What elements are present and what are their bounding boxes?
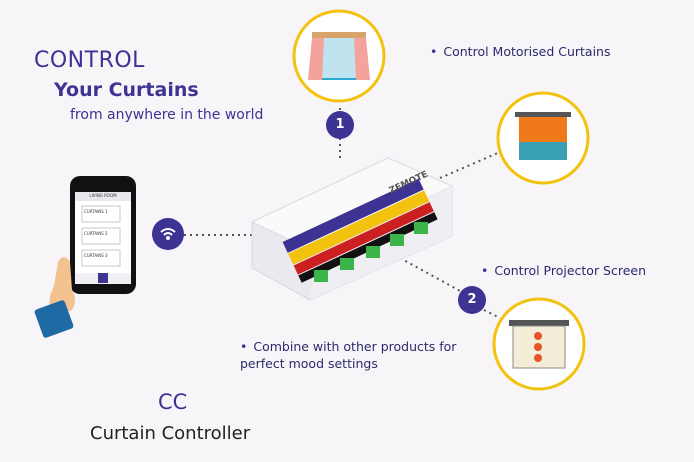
product-name: Curtain Controller: [90, 423, 251, 444]
phone-illustration: [70, 176, 136, 294]
projector-screen-icon: [509, 320, 569, 369]
connector-lines: [184, 108, 501, 319]
bullet-dot: •: [240, 339, 248, 354]
wifi-badge: [152, 218, 184, 250]
phone-item-3[interactable]: CURTAINS 3: [84, 253, 108, 258]
step-2-badge: 2: [458, 286, 486, 314]
hand-illustration: [34, 257, 75, 338]
step-1-badge: 1: [326, 111, 354, 139]
bullet-dot: •: [481, 263, 489, 278]
feature-combine: •Combine with other products for perfect…: [240, 339, 457, 371]
feature-projector: •Control Projector Screen: [481, 263, 647, 278]
curtains-window-icon: [308, 32, 370, 80]
headline-subtitle: from anywhere in the world: [70, 107, 264, 123]
phone-header: LIVING ROOM: [89, 193, 117, 198]
product-code: CC: [158, 390, 188, 414]
wifi-icon: [160, 228, 176, 240]
controller-box: [250, 157, 454, 301]
blinds-icon: [515, 112, 571, 160]
feature-curtains: •Control Motorised Curtains: [430, 44, 611, 59]
phone-item-2[interactable]: CURTAINS 2: [84, 231, 108, 236]
headline-your-curtains: Your Curtains: [54, 79, 199, 101]
bullet-dot: •: [430, 44, 438, 59]
phone-item-1[interactable]: CURTAINS 1: [84, 209, 108, 214]
headline-control: CONTROL: [34, 48, 145, 73]
